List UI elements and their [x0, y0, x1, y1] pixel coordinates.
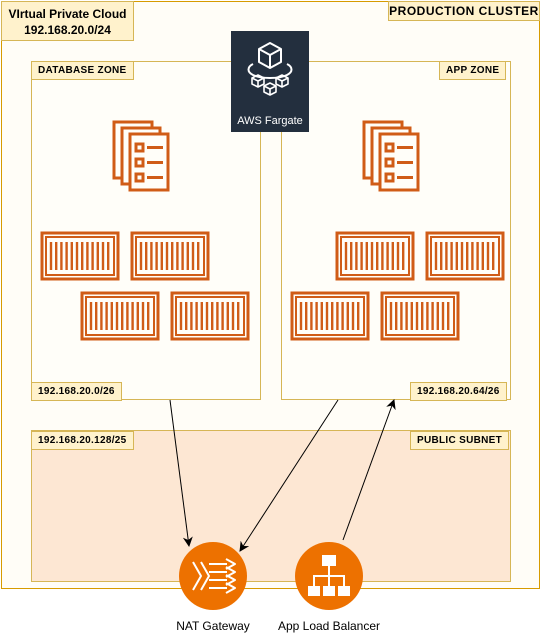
app-zone — [281, 61, 511, 400]
nat-gateway-label: NAT Gateway — [176, 619, 250, 633]
container-icon — [290, 291, 370, 346]
fargate-icon — [247, 42, 293, 96]
database-zone-cidr: 192.168.20.0/26 — [31, 382, 122, 401]
container-icon — [425, 231, 505, 286]
load-balancer-label: App Load Balancer — [277, 619, 381, 633]
database-zone — [31, 61, 261, 400]
container-icon — [380, 291, 460, 346]
container-icon — [335, 231, 415, 286]
nat-gateway-node[interactable] — [179, 542, 247, 610]
vpc-label: VIrtual Private Cloud 192.168.20.0/24 — [1, 1, 134, 41]
database-zone-label: DATABASE ZONE — [31, 61, 134, 80]
container-icon — [80, 291, 160, 346]
app-zone-cidr: 192.168.20.64/26 — [410, 382, 507, 401]
task-list-icon — [112, 120, 170, 192]
load-balancer-node[interactable] — [295, 542, 363, 610]
public-subnet-cidr: 192.168.20.128/25 — [31, 431, 134, 450]
container-icon — [170, 291, 250, 346]
nat-gateway-icon — [192, 558, 236, 594]
vpc-cidr: 192.168.20.0/24 — [24, 23, 111, 37]
public-subnet-label: PUBLIC SUBNET — [410, 431, 510, 450]
fargate-label: AWS Fargate — [237, 115, 303, 127]
fargate-node[interactable] — [231, 31, 309, 132]
container-icon — [130, 231, 210, 286]
load-balancer-icon — [308, 555, 350, 596]
cluster-label: PRODUCTION CLUSTER — [388, 1, 540, 21]
vpc-title: VIrtual Private Cloud — [8, 7, 127, 21]
app-zone-label: APP ZONE — [439, 61, 507, 80]
public-subnet — [31, 430, 511, 582]
container-icon — [40, 231, 120, 286]
task-list-icon — [362, 120, 420, 192]
